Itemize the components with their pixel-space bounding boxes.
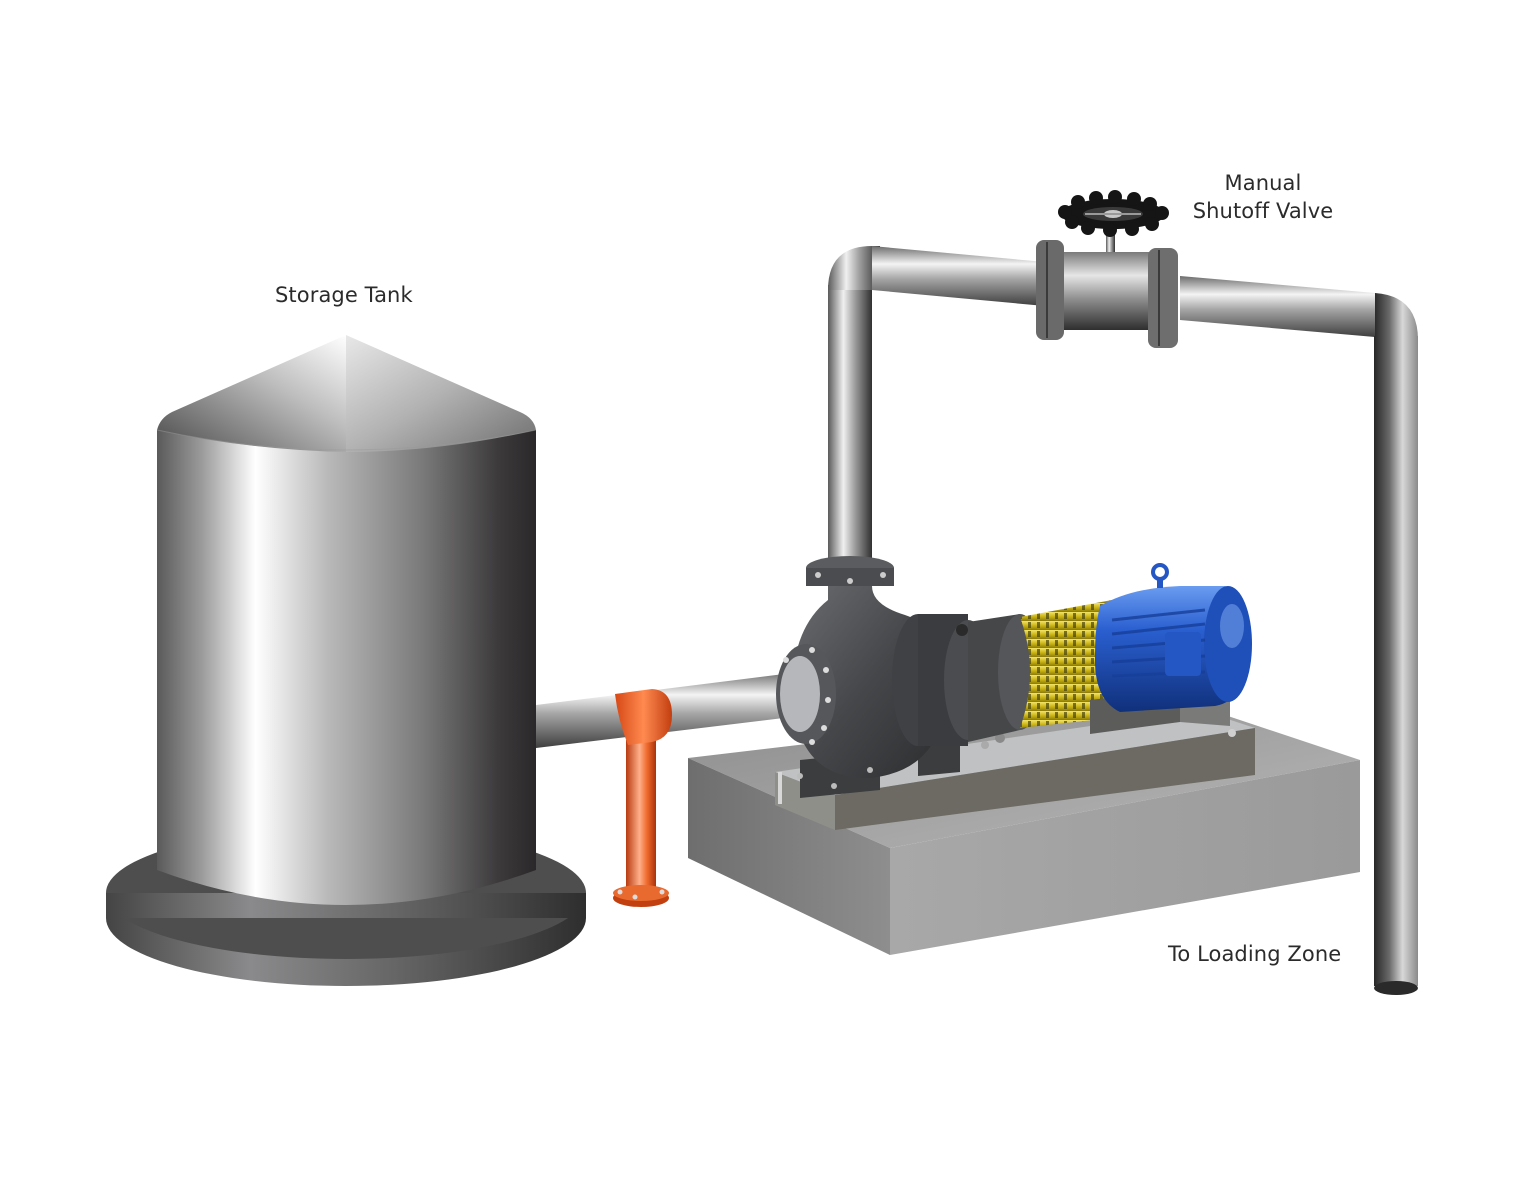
storage-tank-label: Storage Tank [275,283,413,307]
pipe-support [613,689,672,907]
valve-label-line-2: Shutoff Valve [1192,199,1334,223]
electric-motor [1090,563,1252,734]
loading-zone-label: To Loading Zone [1168,942,1342,966]
baseplate [775,710,1255,830]
handwheel-icon [1058,190,1169,237]
manual-shutoff-valve-label: Manual Shutoff Valve [1188,169,1338,225]
centrifugal-pump [776,556,1042,798]
manual-shutoff-valve [1036,190,1178,348]
baseplate-bolts [797,767,873,789]
discharge-pipe [828,246,1418,570]
outlet-pipe [1374,336,1418,995]
valve-label-line-1: Manual [1224,171,1302,195]
storage-tank [106,335,586,986]
